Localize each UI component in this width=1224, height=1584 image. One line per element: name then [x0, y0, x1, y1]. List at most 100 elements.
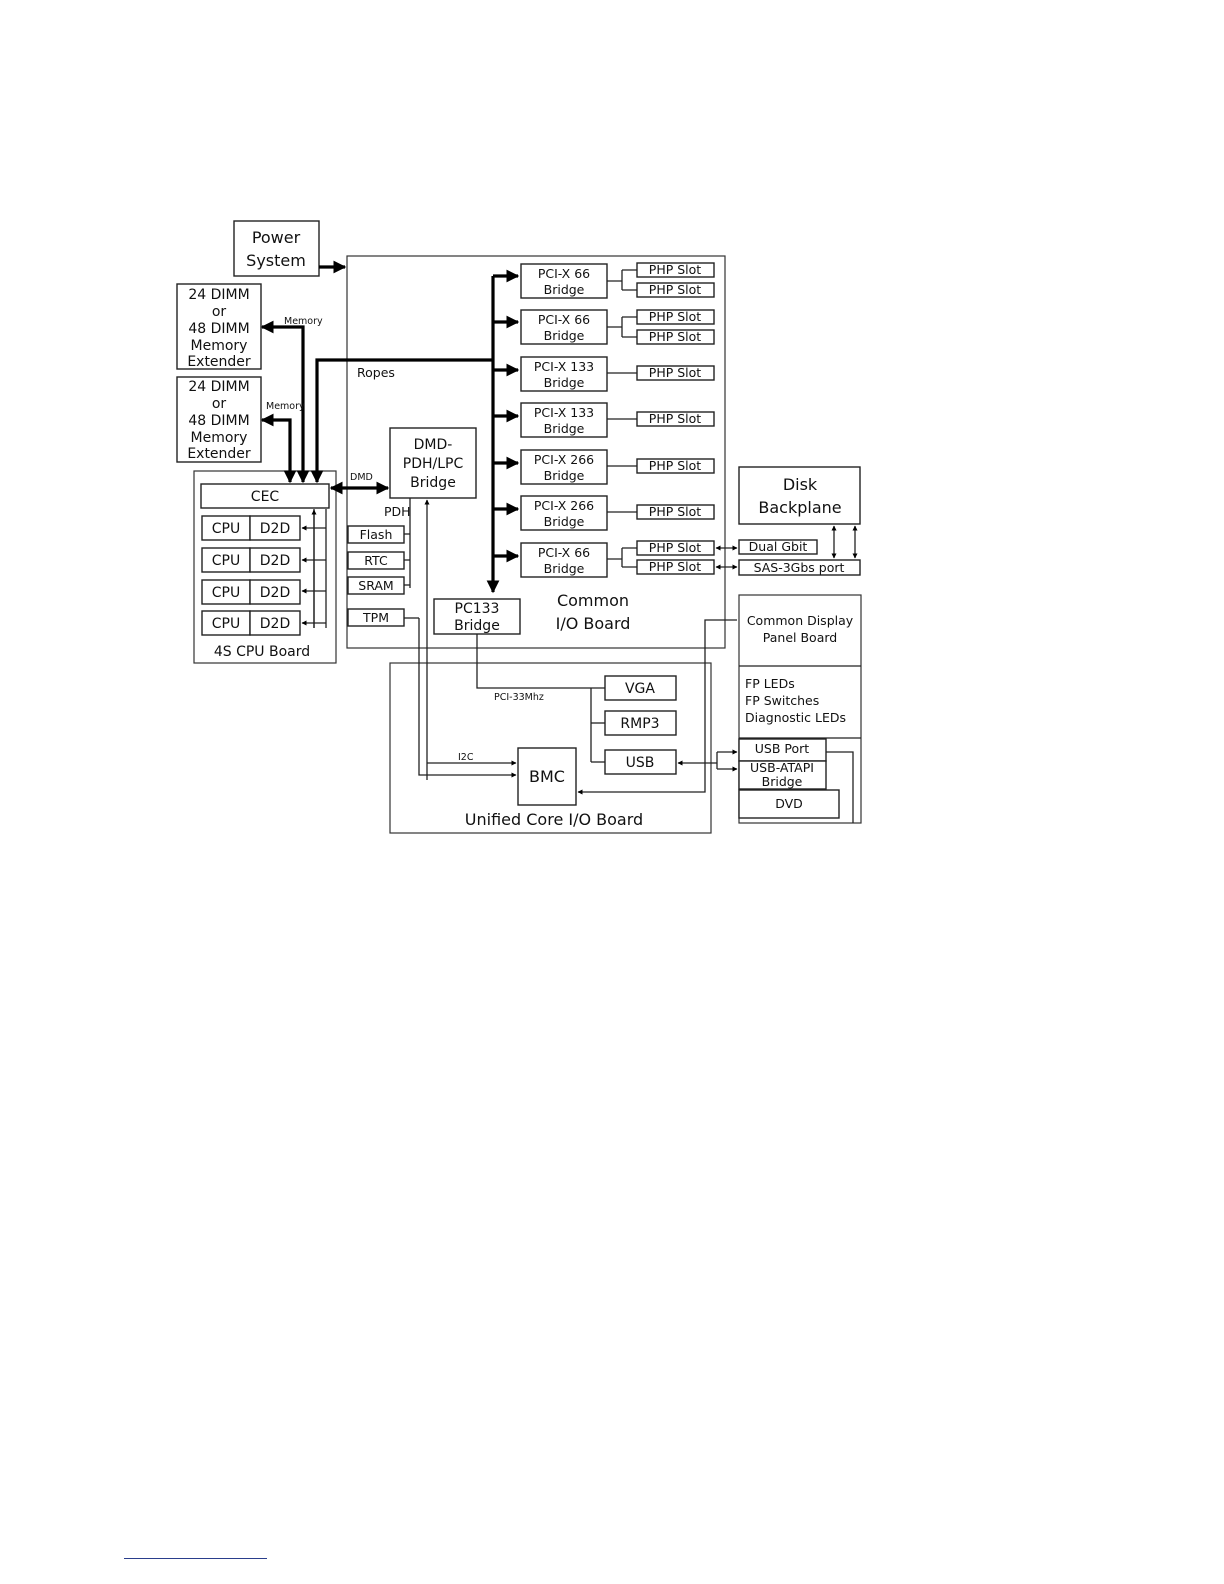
sas-port-label: SAS-3Gbs port: [754, 560, 845, 575]
rmp3-label: RMP3: [620, 716, 659, 732]
memory-extender-1-text: 24 DIMM or 48 DIMM Memory Extender: [187, 287, 251, 370]
vga-label: VGA: [625, 681, 655, 697]
fp-leds-label: FP LEDs: [745, 676, 795, 691]
svg-text:Memory: Memory: [191, 430, 248, 446]
memory-extender-2: [176, 376, 262, 463]
svg-text:Bridge: Bridge: [544, 514, 585, 529]
svg-text:CPU: CPU: [212, 553, 240, 569]
power-system-label-2: System: [246, 251, 306, 270]
memory-link-2: [260, 413, 297, 484]
pci33-label: PCI-33Mhz: [494, 692, 544, 703]
svg-text:CPU: CPU: [212, 616, 240, 632]
sram-label: SRAM: [358, 578, 393, 593]
svg-text:D2D: D2D: [260, 585, 290, 601]
disk-backplane-label-2: Backplane: [758, 498, 841, 517]
ropes-bus: [310, 358, 493, 484]
pci-bridge-7: PCI-X 66 Bridge: [520, 542, 608, 578]
flash-label: Flash: [360, 527, 393, 542]
usb-label: USB: [626, 755, 655, 771]
sas-port-box: [738, 559, 861, 576]
unified-core-io-board: [389, 662, 712, 834]
pci-bridge-2: PCI-X 66 Bridge: [520, 309, 608, 345]
svg-text:PHP Slot: PHP Slot: [649, 458, 702, 473]
display-title-2: Panel Board: [763, 630, 837, 645]
svg-text:Bridge: Bridge: [544, 468, 585, 483]
memory-extender-1: [176, 283, 262, 370]
pci-bridge-3: PCI-X 133 Bridge: [520, 356, 608, 392]
svg-text:PHP Slot: PHP Slot: [649, 540, 702, 555]
memory-extender-2-text: 24 DIMM or 48 DIMM Memory Extender: [187, 379, 251, 462]
dmd-bridge-label-1: DMD-: [414, 437, 453, 453]
pci-bridge-6: PCI-X 266 Bridge: [520, 495, 608, 531]
svg-text:PHP Slot: PHP Slot: [649, 504, 702, 519]
pc133-bridge-box: [433, 598, 521, 635]
trunk-branches: [493, 269, 520, 563]
bmc-label: BMC: [529, 767, 565, 786]
usb-dvd-link: [826, 751, 854, 823]
usb-port-label: USB Port: [755, 741, 810, 756]
svg-text:PHP Slot: PHP Slot: [649, 309, 702, 324]
svg-text:Extender: Extender: [187, 446, 251, 462]
memory-label-2: Memory: [266, 401, 305, 412]
svg-text:PHP Slot: PHP Slot: [649, 282, 702, 297]
cec-box: [200, 483, 330, 509]
svg-text:or: or: [212, 304, 227, 320]
pc133-bridge-label-2: Bridge: [454, 618, 500, 634]
common-io-title-1: Common: [557, 591, 629, 610]
disk-backplane-label-1: Disk: [783, 475, 818, 494]
svg-text:Extender: Extender: [187, 354, 251, 370]
svg-text:PHP Slot: PHP Slot: [649, 411, 702, 426]
svg-text:PHP Slot: PHP Slot: [649, 262, 702, 277]
rmp3-box: [604, 710, 677, 736]
svg-text:D2D: D2D: [260, 553, 290, 569]
i2c-label: I2C: [458, 752, 474, 763]
footnote-rule: [124, 1558, 267, 1559]
tpm-label: TPM: [362, 610, 389, 625]
svg-text:PCI-X 133: PCI-X 133: [534, 405, 594, 420]
svg-text:D2D: D2D: [260, 616, 290, 632]
svg-text:or: or: [212, 396, 227, 412]
power-system-box: [233, 220, 320, 277]
svg-text:PCI-X 133: PCI-X 133: [534, 359, 594, 374]
svg-text:48 DIMM: 48 DIMM: [188, 413, 249, 429]
common-io-board: [346, 255, 726, 649]
svg-text:PCI-X 66: PCI-X 66: [538, 266, 590, 281]
svg-text:48 DIMM: 48 DIMM: [188, 321, 249, 337]
svg-text:Memory: Memory: [191, 338, 248, 354]
pdh-label: PDH: [384, 504, 411, 519]
cec-label: CEC: [251, 489, 280, 505]
svg-text:Bridge: Bridge: [544, 421, 585, 436]
pci-bridge-1: PCI-X 66 Bridge: [520, 263, 608, 299]
pci33-bus: [476, 634, 605, 763]
bmc-box: [517, 747, 577, 806]
svg-text:D2D: D2D: [260, 521, 290, 537]
memory-label-1: Memory: [284, 316, 323, 327]
svg-text:PHP Slot: PHP Slot: [649, 365, 702, 380]
dmd-bridge-box: [389, 427, 477, 499]
svg-text:CPU: CPU: [212, 585, 240, 601]
php-slots: PHP Slot PHP Slot PHP Slot PHP Slot PHP …: [607, 262, 715, 575]
usb-atapi-box: [738, 760, 827, 790]
dmd-bridge-label-3: Bridge: [410, 475, 456, 491]
svg-text:Bridge: Bridge: [544, 328, 585, 343]
dmd-bridge-label-2: PDH/LPC: [403, 456, 464, 472]
svg-text:PCI-X 266: PCI-X 266: [534, 498, 594, 513]
fp-switches-label: FP Switches: [745, 693, 819, 708]
svg-text:PHP Slot: PHP Slot: [649, 329, 702, 344]
dmd-label: DMD: [350, 472, 373, 483]
svg-text:Bridge: Bridge: [544, 561, 585, 576]
ropes-label: Ropes: [357, 365, 395, 380]
svg-text:PHP Slot: PHP Slot: [649, 559, 702, 574]
dual-gbit-box: [738, 539, 818, 555]
dvd-label: DVD: [775, 796, 803, 811]
display-panel-board: [738, 594, 862, 824]
svg-text:PCI-X 66: PCI-X 66: [538, 312, 590, 327]
unified-core-title: Unified Core I/O Board: [465, 810, 643, 829]
tpm-to-bmc-link: [418, 618, 517, 778]
disk-backplane-box: [738, 466, 861, 525]
common-io-title-2: I/O Board: [556, 614, 631, 633]
pci-bridge-5: PCI-X 266 Bridge: [520, 449, 608, 485]
dual-gbit-label: Dual Gbit: [749, 539, 808, 554]
svg-text:PCI-X 266: PCI-X 266: [534, 452, 594, 467]
